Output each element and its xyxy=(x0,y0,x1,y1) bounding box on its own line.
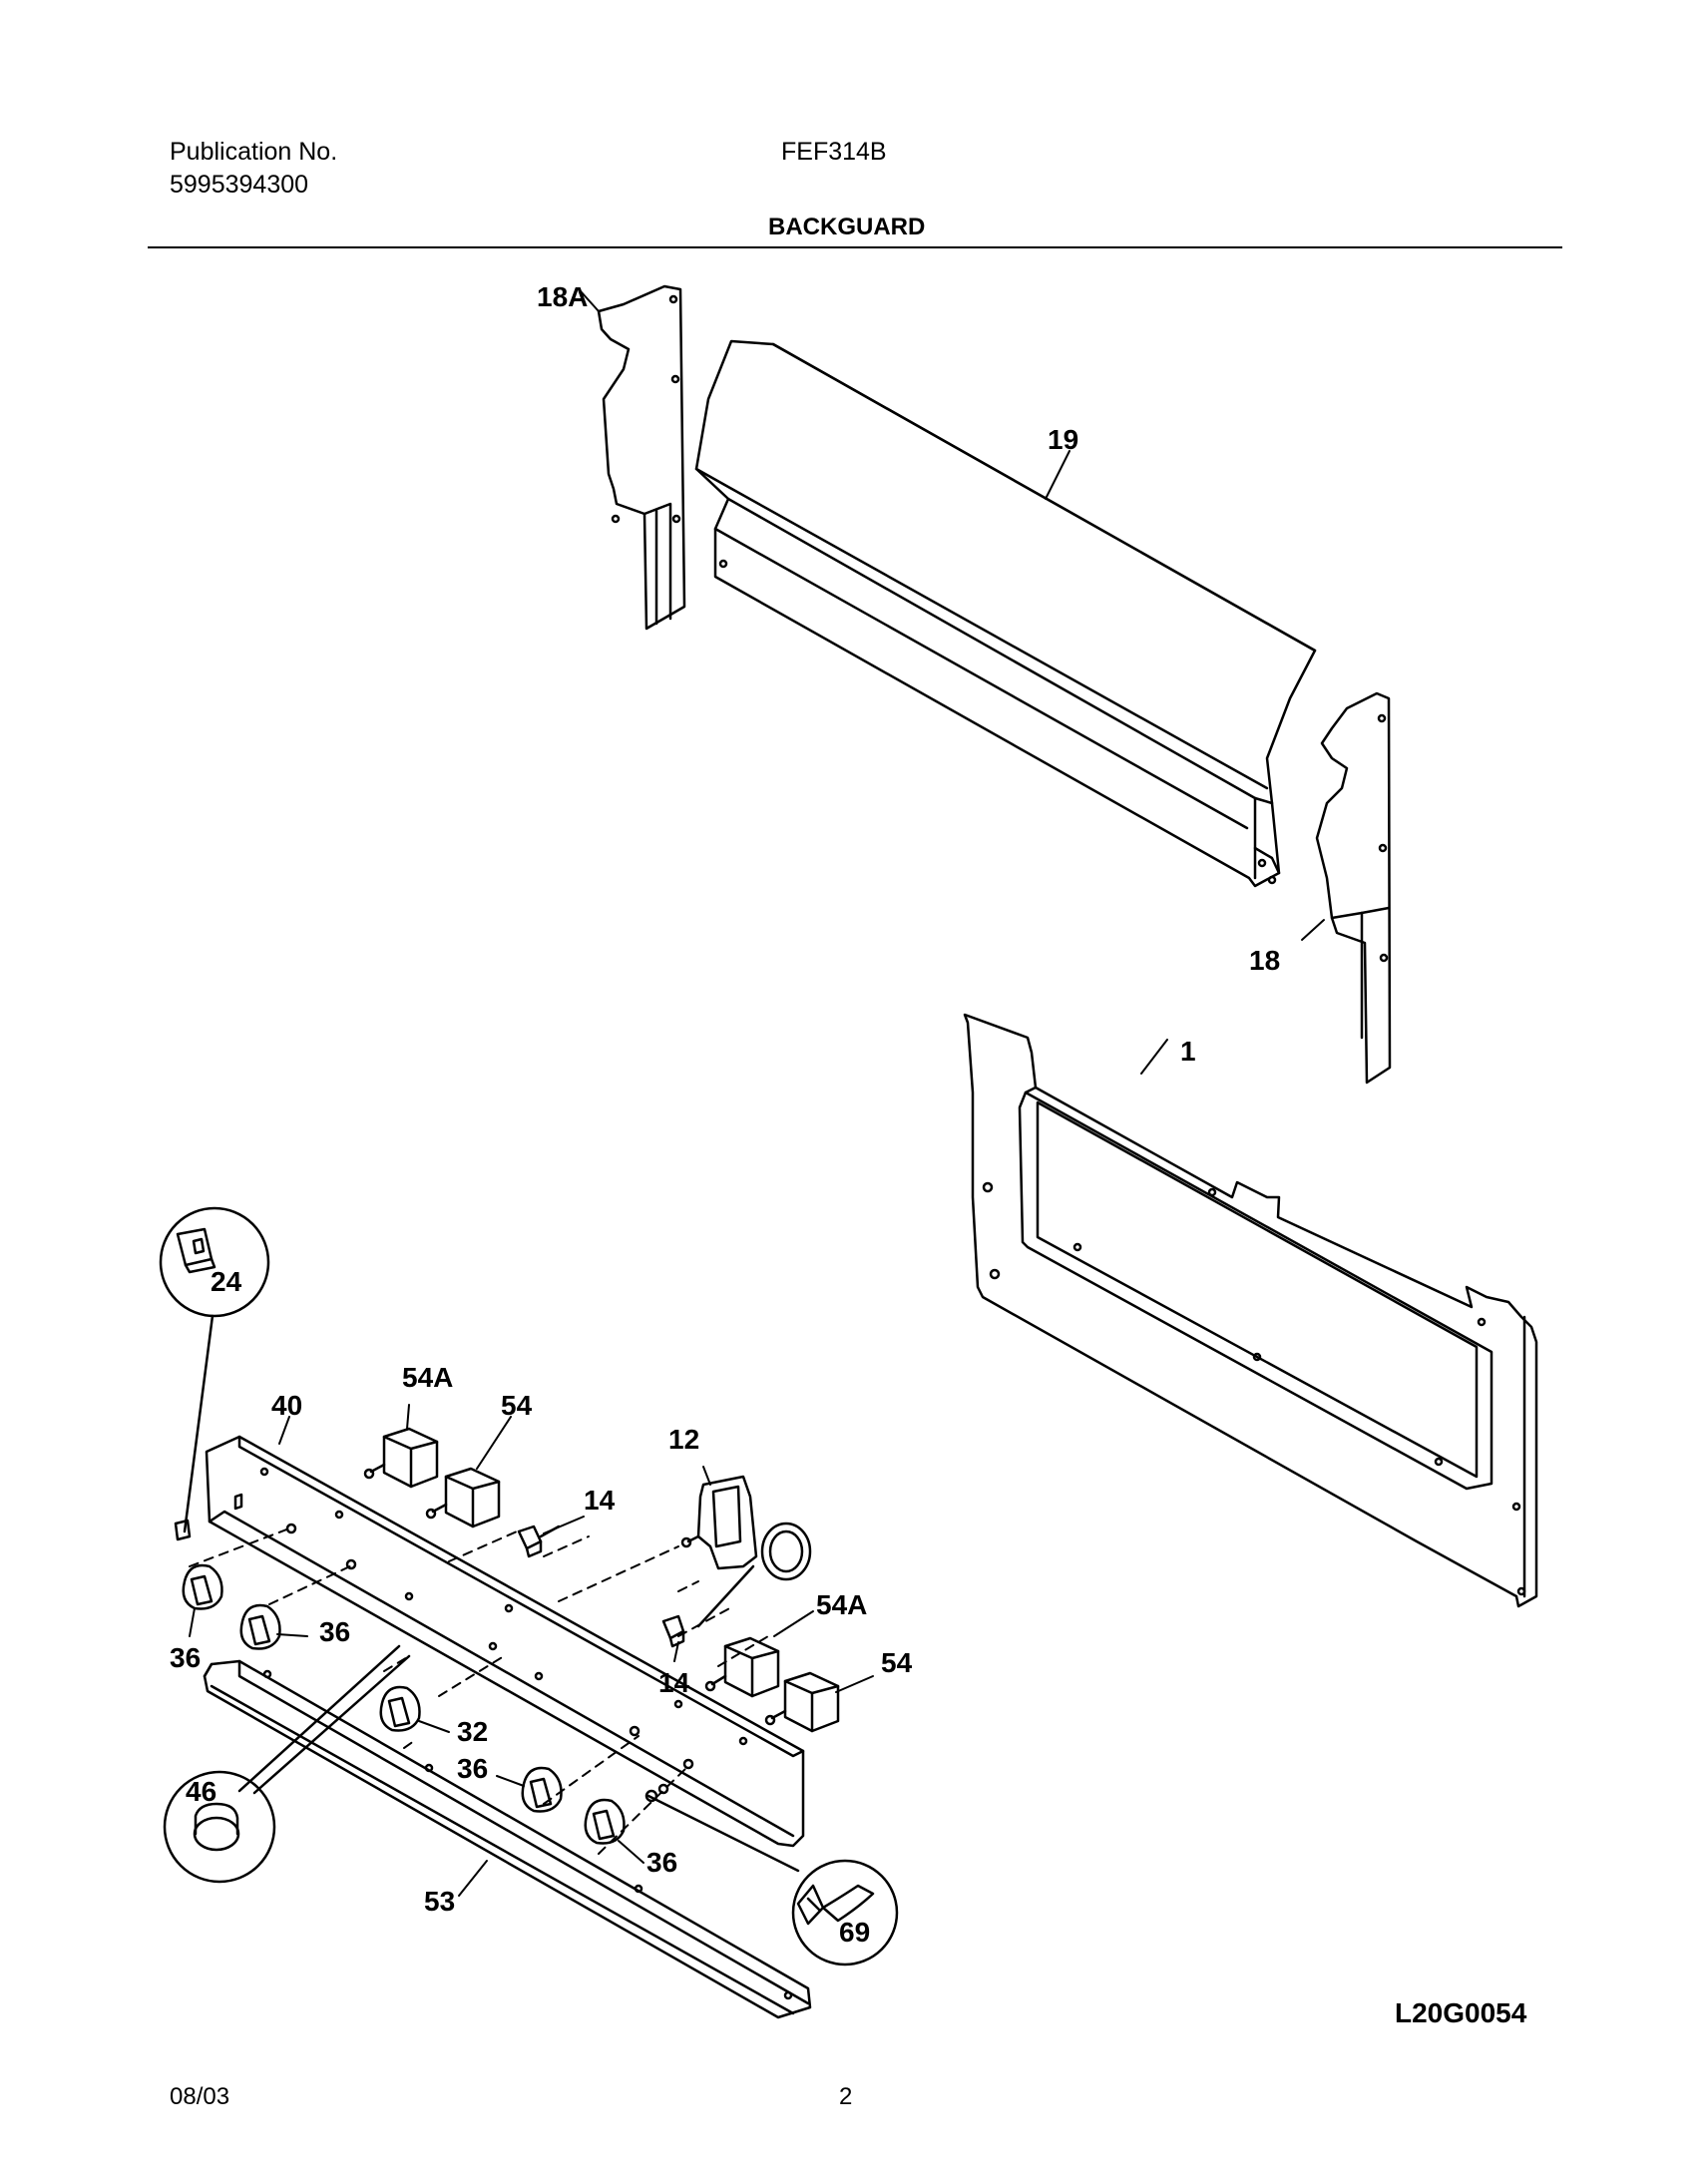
callout-36-d: 36 xyxy=(646,1847,677,1878)
header-rule xyxy=(148,246,1562,248)
callout-46: 46 xyxy=(186,1776,216,1807)
part-18a-end-bracket xyxy=(597,284,686,631)
part-18-end-bracket xyxy=(1315,691,1392,1085)
leader-lines xyxy=(189,290,1325,1897)
callout-18a: 18A xyxy=(537,281,588,312)
callout-54a-top: 54A xyxy=(402,1362,453,1393)
callout-54-mid: 54 xyxy=(881,1647,913,1678)
callout-32: 32 xyxy=(457,1716,488,1747)
callout-36-b: 36 xyxy=(319,1616,350,1647)
assembly-lines xyxy=(189,1528,769,1855)
part-19-top-trim xyxy=(694,339,1317,888)
publication-number: 5995394300 xyxy=(170,171,309,199)
part-53-trim-strip xyxy=(203,1659,812,2019)
part-36-knob-b xyxy=(239,1603,281,1650)
callout-40: 40 xyxy=(271,1390,302,1421)
part-36-knob-d xyxy=(584,1798,626,1845)
part-54-switch-mid xyxy=(764,1671,840,1733)
part-54-switch-top xyxy=(425,1467,501,1528)
callout-36-a: 36 xyxy=(170,1642,201,1673)
callout-14-mid: 14 xyxy=(658,1667,690,1698)
part-1-rear-panel xyxy=(963,1013,1538,1608)
part-24-switch-detail xyxy=(159,1206,270,1541)
callout-14-top: 14 xyxy=(584,1485,616,1516)
part-14-switch-mid xyxy=(661,1614,685,1648)
callout-19: 19 xyxy=(1048,424,1078,455)
part-12-thermostat xyxy=(680,1475,812,1628)
drawing-number: L20G0054 xyxy=(1395,1997,1527,2028)
part-54a-switch-top xyxy=(363,1427,439,1489)
callout-24: 24 xyxy=(211,1266,242,1297)
part-32-knob xyxy=(379,1685,421,1732)
part-36-knob-a xyxy=(182,1563,223,1610)
callout-69: 69 xyxy=(839,1917,870,1948)
callout-1: 1 xyxy=(1180,1036,1196,1067)
part-14-switch-top xyxy=(517,1525,561,1558)
callout-36-c: 36 xyxy=(457,1753,488,1784)
callout-54-top: 54 xyxy=(501,1390,533,1421)
model-number: FEF314B xyxy=(781,138,887,166)
part-69-screw-detail xyxy=(644,1783,899,1966)
callout-18: 18 xyxy=(1249,945,1280,976)
part-36-knob-c xyxy=(521,1766,563,1813)
publication-label: Publication No. xyxy=(170,138,338,166)
footer-page-number: 2 xyxy=(839,2083,853,2110)
callout-53: 53 xyxy=(424,1886,455,1917)
part-46-plug-detail xyxy=(163,1644,411,1884)
part-54a-switch-mid xyxy=(704,1636,780,1698)
callout-54a-mid: 54A xyxy=(816,1589,867,1620)
section-title: BACKGUARD xyxy=(768,214,926,240)
footer-date: 08/03 xyxy=(170,2083,230,2110)
callout-12: 12 xyxy=(668,1424,699,1455)
part-40-control-panel xyxy=(205,1435,805,1848)
